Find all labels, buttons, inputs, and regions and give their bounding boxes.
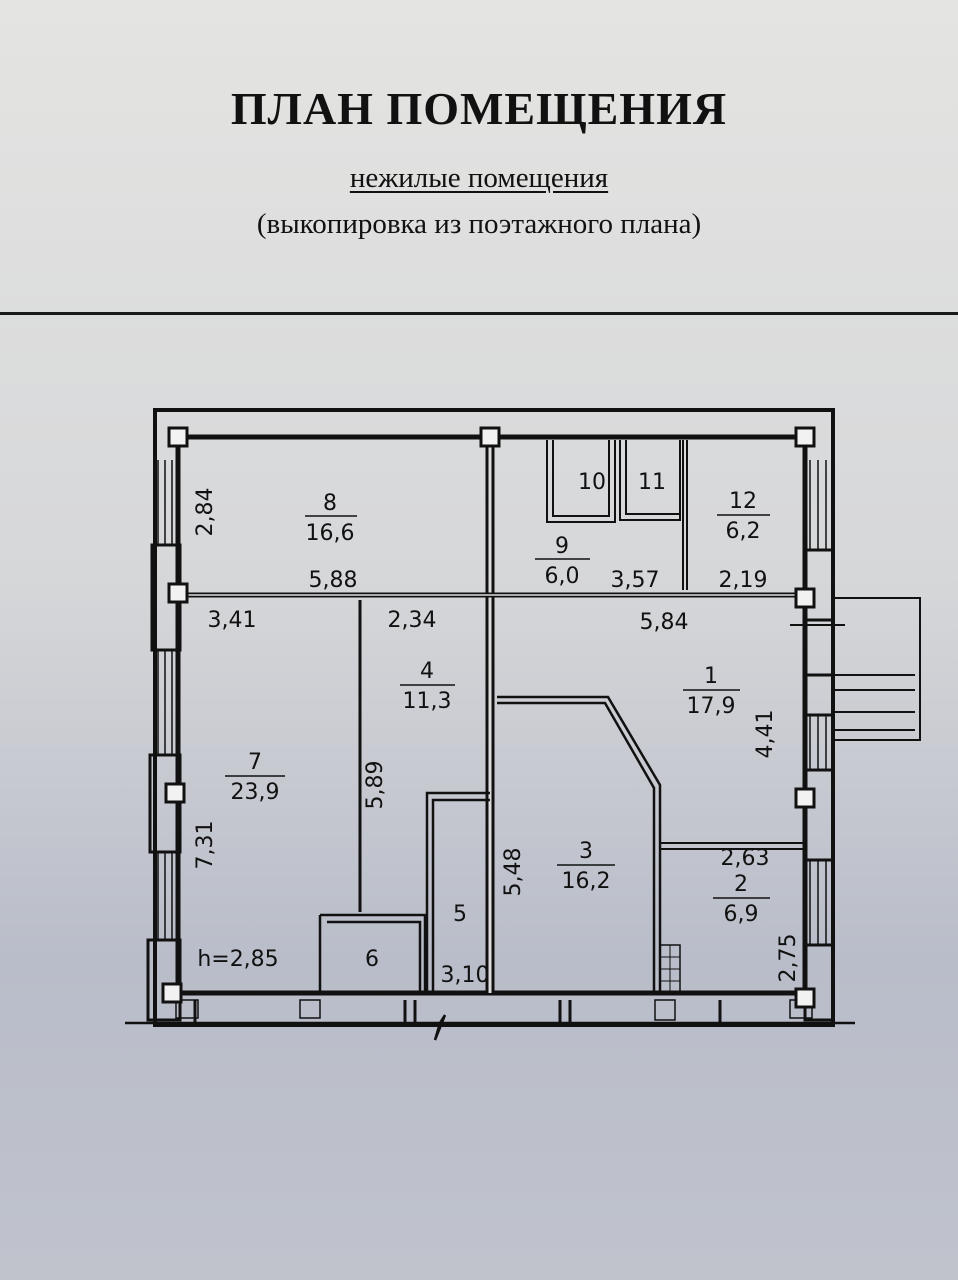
room-1-area: 17,9: [687, 694, 736, 719]
dim-5-48: 5,48: [501, 848, 526, 897]
room-12-number: 12: [729, 489, 757, 514]
room-2-area: 6,9: [724, 902, 759, 927]
plan-note: (выкопировка из поэтажного плана): [256, 208, 702, 240]
dim-3-57: 3,57: [611, 568, 660, 593]
room-3-area: 16,2: [562, 869, 611, 894]
dim-2-63: 2,63: [721, 846, 770, 871]
room-9-number: 9: [555, 534, 569, 559]
dim-5-88: 5,88: [309, 568, 358, 593]
dim-5-89: 5,89: [363, 761, 388, 810]
dim-3-41: 3,41: [208, 608, 257, 633]
room-labels: 8 16,6 10 11 12 6,2 9 6,0 4 11,3 1 17,9 …: [197, 470, 760, 972]
subtitle: нежилые помещения: [0, 162, 958, 195]
page-title: ПЛАН ПОМЕЩЕНИЯ: [230, 83, 728, 134]
room-4-area: 11,3: [403, 689, 452, 714]
room-3-number: 3: [579, 839, 593, 864]
room-10-number: 10: [578, 470, 606, 495]
room-5-number: 5: [453, 902, 467, 927]
ceiling-height: h=2,85: [197, 947, 278, 972]
dim-5-84: 5,84: [640, 610, 689, 635]
subtitle-text: нежилые помещения: [349, 162, 609, 194]
room-7-number: 7: [248, 750, 262, 775]
dim-2-19: 2,19: [719, 568, 768, 593]
dimension-labels: 5,88 3,57 2,19 3,41 2,34 5,84 2,63 3,10 …: [193, 488, 801, 988]
dim-4-41: 4,41: [753, 710, 778, 759]
dim-2-75: 2,75: [776, 934, 801, 983]
divider-line: [0, 312, 958, 315]
room-2-number: 2: [734, 872, 748, 897]
room-11-number: 11: [638, 470, 666, 495]
dim-3-10: 3,10: [441, 963, 490, 988]
room-1-number: 1: [704, 664, 718, 689]
room-9-area: 6,0: [545, 564, 580, 589]
room-12-area: 6,2: [726, 519, 761, 544]
dim-2-34: 2,34: [388, 608, 437, 633]
room-8-area: 16,6: [306, 521, 355, 546]
room-8-number: 8: [323, 491, 337, 516]
dim-7-31: 7,31: [193, 821, 218, 870]
room-6-number: 6: [365, 947, 379, 972]
room-4-number: 4: [420, 659, 434, 684]
columns: [161, 426, 816, 1009]
dim-2-84: 2,84: [193, 488, 218, 537]
fraction-lines: [225, 514, 770, 899]
room-7-area: 23,9: [231, 780, 280, 805]
